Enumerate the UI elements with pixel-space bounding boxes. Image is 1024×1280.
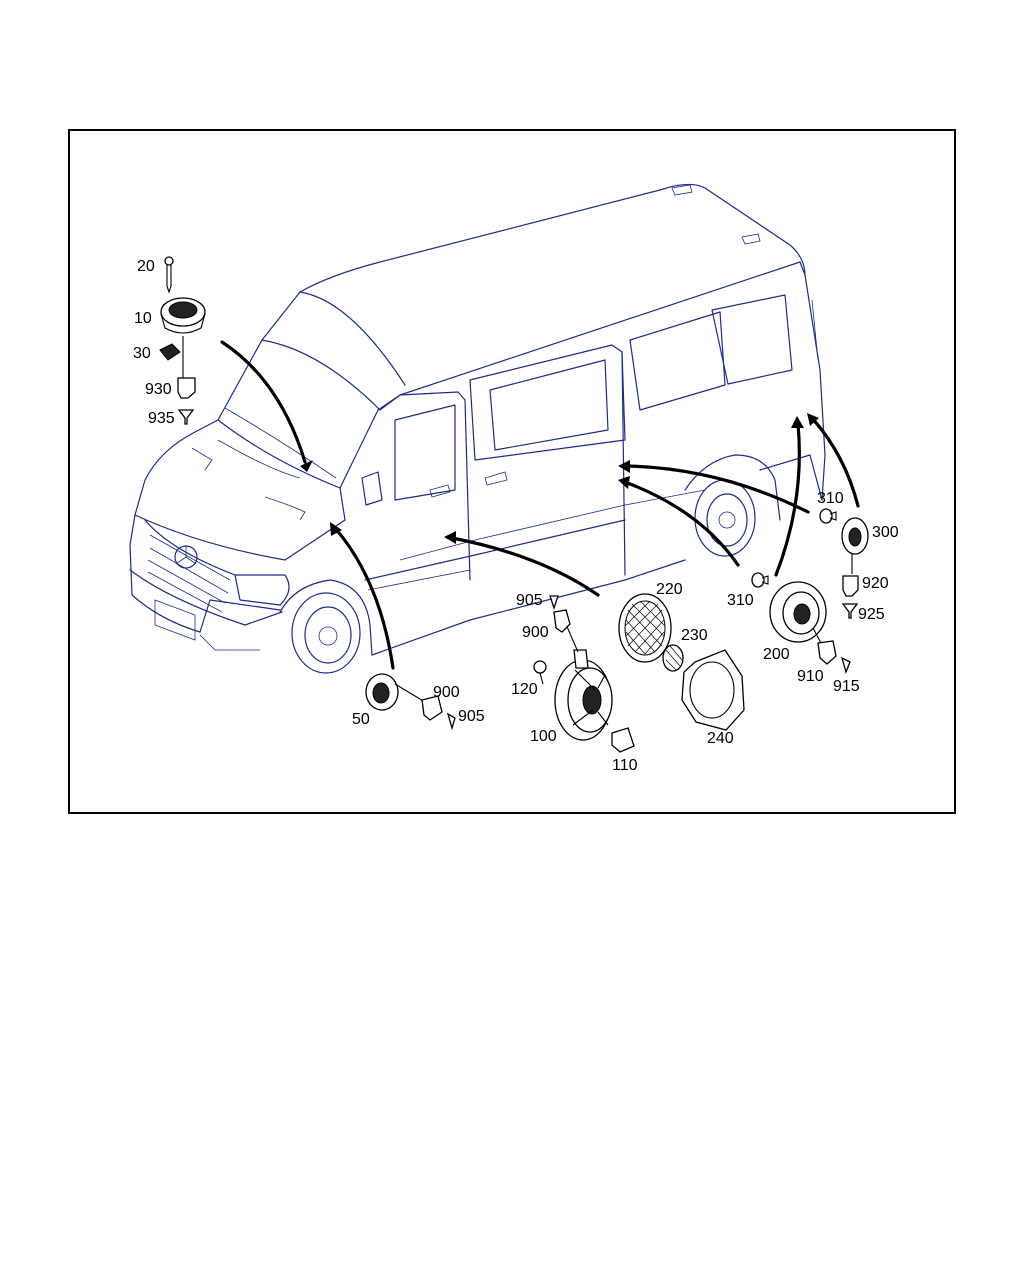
screw-120 bbox=[533, 660, 547, 685]
callout-920: 920 bbox=[862, 575, 889, 592]
arrow-side-door bbox=[450, 536, 600, 597]
callout-930: 930 bbox=[145, 381, 172, 398]
arrowhead bbox=[444, 531, 456, 544]
grille-220 bbox=[618, 593, 672, 663]
clip-30 bbox=[159, 343, 181, 361]
connector-900-905 bbox=[549, 595, 571, 633]
arrows bbox=[220, 340, 860, 670]
rear-tweeter-300 bbox=[841, 517, 869, 619]
callout-100: 100 bbox=[530, 728, 557, 745]
callout-300: 300 bbox=[872, 524, 899, 541]
callout-240: 240 bbox=[707, 730, 734, 747]
dash-speaker-10 bbox=[160, 297, 206, 378]
callout-120: 120 bbox=[511, 681, 538, 698]
van-illustration bbox=[129, 183, 826, 674]
callout-230: 230 bbox=[681, 627, 708, 644]
rear-speaker-200 bbox=[769, 581, 851, 675]
arrowhead bbox=[791, 416, 804, 428]
callout-900-door: 900 bbox=[522, 624, 549, 641]
arrowhead bbox=[618, 460, 630, 473]
callouts: 20 10 30 930 935 50 900 905 905 900 120 … bbox=[133, 258, 899, 774]
terminal-935 bbox=[177, 409, 195, 425]
door-speaker-100 bbox=[554, 621, 613, 741]
arrowhead bbox=[330, 522, 342, 536]
callout-925: 925 bbox=[858, 606, 885, 623]
callout-905-door: 905 bbox=[516, 592, 543, 609]
screw-310-a bbox=[751, 572, 769, 588]
callout-30: 30 bbox=[133, 345, 151, 362]
arrow-front-door bbox=[333, 526, 395, 670]
screw-310-b bbox=[819, 508, 837, 524]
arrow-rear-corner bbox=[810, 416, 860, 508]
callout-910: 910 bbox=[797, 668, 824, 685]
diagram-frame bbox=[68, 129, 956, 814]
arrow-rear-pillar bbox=[774, 422, 801, 577]
arrow-side-panel bbox=[623, 480, 740, 567]
callout-10: 10 bbox=[134, 310, 152, 327]
connector-930 bbox=[177, 377, 196, 399]
callout-900-front: 900 bbox=[433, 684, 460, 701]
callout-110: 110 bbox=[612, 757, 638, 774]
callout-200: 200 bbox=[763, 646, 790, 663]
arrow-rear-side bbox=[624, 464, 810, 514]
callout-905-front: 905 bbox=[458, 708, 485, 725]
clip-110 bbox=[611, 727, 635, 753]
gasket-240 bbox=[681, 649, 745, 731]
callout-50: 50 bbox=[352, 711, 370, 728]
callout-310-lower: 310 bbox=[727, 592, 754, 609]
callout-20: 20 bbox=[137, 258, 155, 275]
callout-310-upper: 310 bbox=[817, 490, 844, 507]
grille-230 bbox=[662, 644, 684, 672]
callout-220: 220 bbox=[656, 581, 683, 598]
arrow-dash-speaker bbox=[220, 340, 307, 464]
arrowhead bbox=[300, 460, 313, 472]
screw-20 bbox=[164, 256, 174, 294]
callout-935: 935 bbox=[148, 410, 175, 427]
arrowhead bbox=[807, 413, 819, 426]
callout-915: 915 bbox=[833, 678, 860, 695]
door-tweeter-50 bbox=[365, 673, 456, 731]
arrowhead bbox=[618, 476, 630, 489]
